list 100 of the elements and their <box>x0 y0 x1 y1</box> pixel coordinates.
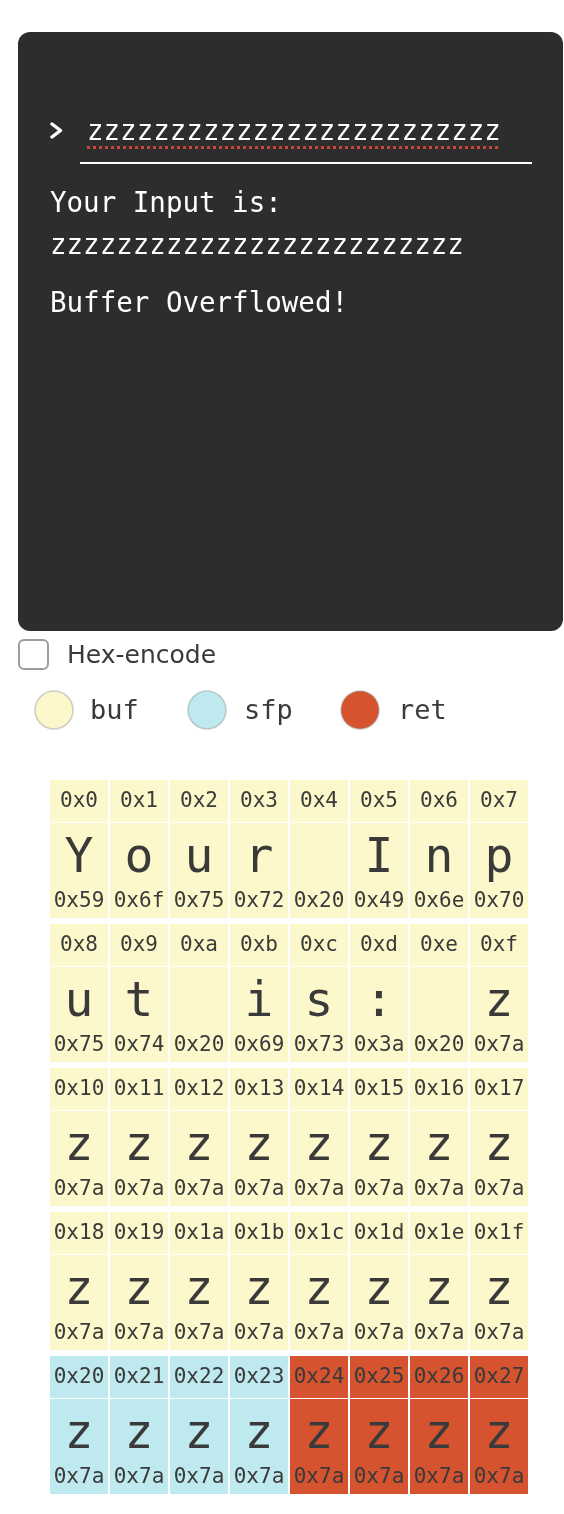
address-cell <box>290 780 348 822</box>
character: t <box>124 971 154 1027</box>
byte-cell <box>110 1255 168 1350</box>
hex-value: 0x3a <box>353 1032 405 1056</box>
hex-value: 0x75 <box>173 888 225 912</box>
byte-cell <box>290 967 348 1062</box>
address-cell <box>170 780 228 822</box>
byte-cell <box>470 823 528 918</box>
character: z <box>64 1403 94 1459</box>
character: z <box>364 1403 394 1459</box>
legend-label: buf <box>90 693 139 727</box>
hex-value: 0x7a <box>293 1464 345 1488</box>
hex-value: 0x20 <box>293 888 345 912</box>
byte-cell <box>110 823 168 918</box>
memory-address: 0xc <box>300 932 338 956</box>
hex-value: 0x7a <box>113 1464 165 1488</box>
character: p <box>484 827 514 883</box>
character: z <box>304 1115 334 1171</box>
byte-cell <box>350 1255 408 1350</box>
memory-address: 0x0 <box>60 788 98 812</box>
memory-address: 0x7 <box>480 788 518 812</box>
character: : <box>364 971 394 1027</box>
character: I <box>364 827 394 883</box>
hex-value: 0x7a <box>233 1176 285 1200</box>
byte-cell <box>50 1399 108 1494</box>
address-cell <box>50 1068 108 1110</box>
address-cell <box>50 924 108 966</box>
hex-value: 0x7a <box>53 1176 105 1200</box>
byte-cell <box>350 823 408 918</box>
byte-cell <box>230 1399 288 1494</box>
hex-value: 0x7a <box>173 1464 225 1488</box>
hex-value: 0x75 <box>53 1032 105 1056</box>
address-cell <box>410 1068 468 1110</box>
hex-value: 0x7a <box>113 1320 165 1344</box>
address-cell <box>290 924 348 966</box>
legend-label: ret <box>398 693 447 727</box>
hex-value: 0x49 <box>353 888 405 912</box>
byte-cell <box>290 1399 348 1494</box>
memory-address: 0x27 <box>473 1364 525 1388</box>
character: z <box>364 1115 394 1171</box>
memory-address: 0x25 <box>353 1364 405 1388</box>
memory-address: 0x21 <box>113 1364 165 1388</box>
memory-address: 0x1a <box>173 1220 225 1244</box>
character: z <box>484 971 514 1027</box>
address-cell <box>410 1212 468 1254</box>
character: z <box>484 1115 514 1171</box>
hex-value: 0x7a <box>353 1320 405 1344</box>
address-cell <box>470 1356 528 1398</box>
byte-cell <box>170 1255 228 1350</box>
character: z <box>424 1259 454 1315</box>
byte-cell <box>110 1399 168 1494</box>
hex-value: 0x6f <box>113 888 165 912</box>
address-cell <box>230 1068 288 1110</box>
address-cell <box>170 1068 228 1110</box>
hex-value: 0x7a <box>473 1464 525 1488</box>
address-cell <box>110 1068 168 1110</box>
hex-value: 0x20 <box>173 1032 225 1056</box>
address-cell <box>470 924 528 966</box>
hex-value: 0x7a <box>113 1176 165 1200</box>
memory-address: 0x15 <box>353 1076 405 1100</box>
byte-cell <box>230 1255 288 1350</box>
byte-cell <box>50 967 108 1062</box>
address-cell <box>290 1068 348 1110</box>
hex-value: 0x7a <box>173 1320 225 1344</box>
byte-cell <box>230 823 288 918</box>
byte-cell <box>470 967 528 1062</box>
byte-cell <box>170 1399 228 1494</box>
address-cell <box>290 1212 348 1254</box>
status-message: Buffer Overflowed! <box>50 285 349 320</box>
byte-cell <box>170 823 228 918</box>
memory-address: 0x17 <box>473 1076 525 1100</box>
memory-address: 0x5 <box>360 788 398 812</box>
address-cell <box>470 1068 528 1110</box>
character: r <box>244 827 274 883</box>
address-cell <box>230 780 288 822</box>
character: s <box>304 971 334 1027</box>
memory-address: 0x13 <box>233 1076 285 1100</box>
address-cell <box>470 1212 528 1254</box>
memory-address: 0x1d <box>353 1220 405 1244</box>
character: z <box>124 1259 154 1315</box>
hex-value: 0x72 <box>233 888 285 912</box>
byte-cell <box>410 1399 468 1494</box>
memory-address: 0x20 <box>53 1364 105 1388</box>
hex-value: 0x7a <box>233 1464 285 1488</box>
address-cell <box>50 1356 108 1398</box>
byte-cell <box>350 1111 408 1206</box>
byte-cell <box>410 823 468 918</box>
byte-cell <box>290 1255 348 1350</box>
character: z <box>424 1403 454 1459</box>
character: z <box>124 1403 154 1459</box>
memory-address: 0x14 <box>293 1076 345 1100</box>
character: o <box>124 827 154 883</box>
hex-value: 0x6e <box>413 888 465 912</box>
hex-value: 0x7a <box>173 1176 225 1200</box>
address-cell <box>470 780 528 822</box>
memory-address: 0x10 <box>53 1076 105 1100</box>
address-cell <box>410 1356 468 1398</box>
address-cell <box>110 924 168 966</box>
byte-cell <box>470 1111 528 1206</box>
address-cell <box>170 1356 228 1398</box>
